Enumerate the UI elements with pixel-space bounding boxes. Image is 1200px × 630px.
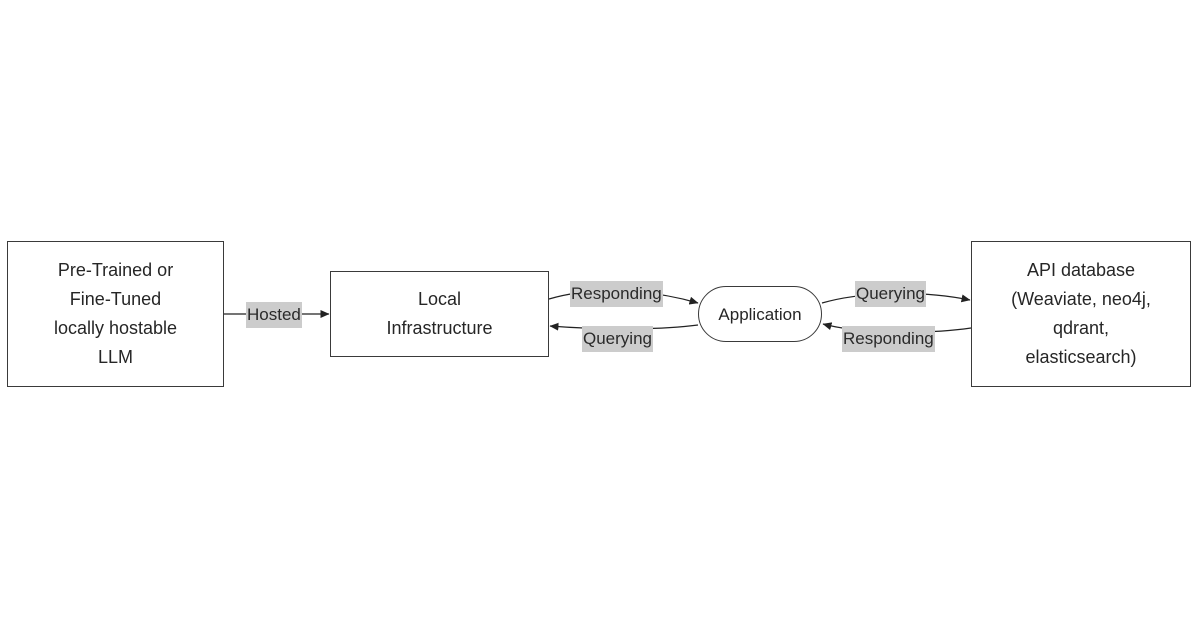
llm-node: Pre-Trained or Fine-Tuned locally hostab… [7,241,224,387]
database-node: API database (Weaviate, neo4j, qdrant, e… [971,241,1191,387]
app-to-infra-edge-label: Querying [582,326,653,352]
llm-label-line: LLM [97,347,133,367]
infrastructure-label-line: Infrastructure [386,318,493,338]
infrastructure-label-line: Local [417,289,462,309]
llm-label-line: Fine-Tuned [69,289,162,309]
database-label-line: (Weaviate, neo4j, [1011,289,1151,309]
database-label-line: qdrant, [1052,318,1110,338]
hosted-edge-label: Hosted [246,302,302,328]
llm-label-line: locally hostable [53,318,178,338]
infra-to-app-edge-label: Responding [570,281,663,307]
llm-label-line: Pre-Trained or [57,260,174,280]
application-label: Application [718,304,802,324]
application-node: Application [698,286,822,342]
database-label-line: elasticsearch) [1025,347,1137,367]
app-to-db-edge-label: Querying [855,281,926,307]
infrastructure-node: Local Infrastructure [330,271,549,357]
database-label-line: API database [1026,260,1136,280]
db-to-app-edge-label: Responding [842,326,935,352]
